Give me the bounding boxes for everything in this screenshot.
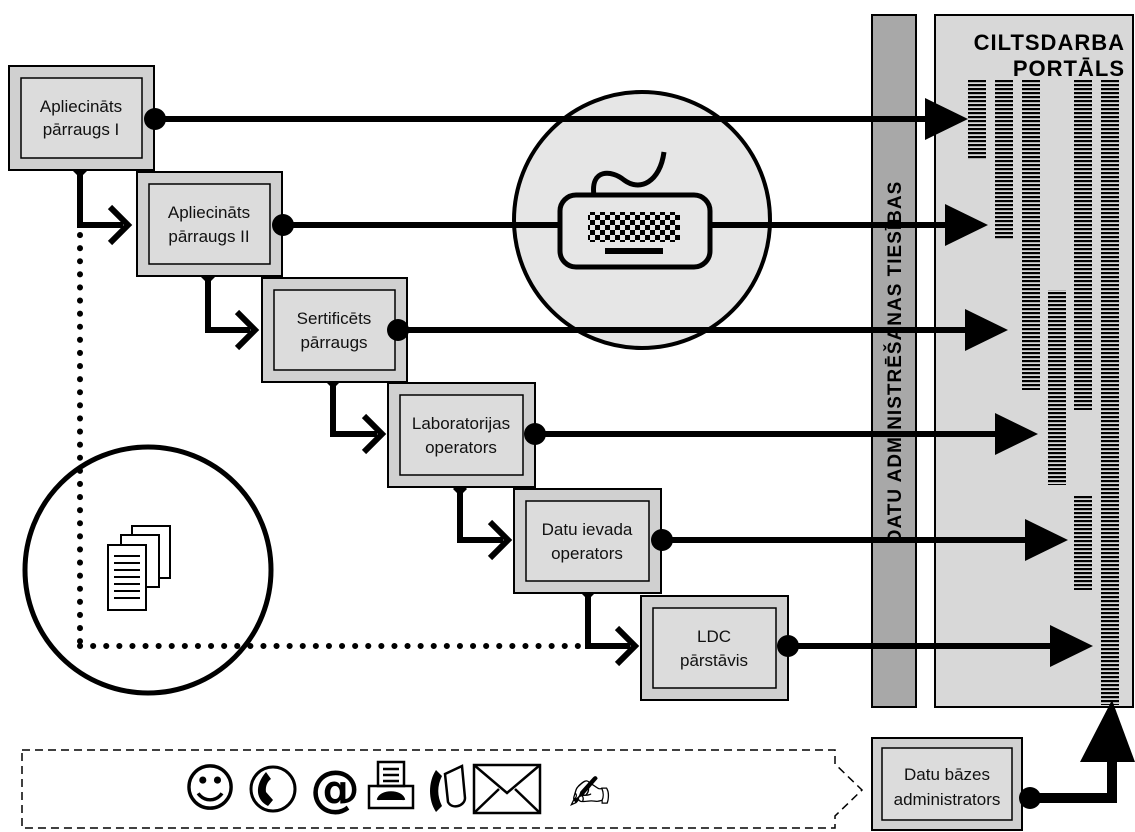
role-6-line2: pārstāvis [680, 651, 748, 670]
role-6-line1: LDC [697, 627, 731, 646]
role-5-line2: operators [551, 544, 623, 563]
portal-title-line1: CILTSDARBA [974, 30, 1125, 55]
at-icon: @ [310, 760, 360, 818]
stripe-column [1074, 80, 1092, 410]
stripe-column [995, 80, 1013, 240]
stripe-column [1048, 290, 1066, 485]
phone-icon [249, 765, 297, 813]
portal-panel: CILTSDARBA PORTĀLS [934, 14, 1134, 708]
role-4-line1: Laboratorijas [412, 414, 510, 433]
line-start-dots [144, 108, 799, 657]
stripe-column [1022, 80, 1040, 390]
connector-chevrons [107, 204, 640, 667]
portal-striped-columns [968, 80, 1119, 705]
role-box-5[interactable]: Datu ievada operators [513, 488, 662, 594]
role-box-3[interactable]: Sertificēts pārraugs [261, 277, 408, 383]
connector-5 [585, 592, 630, 649]
admin-rights-label: DATU ADMINISTRĒŠANAS TIESĪBAS [884, 181, 906, 544]
role-1-line2: pārraugs I [43, 120, 120, 139]
keyboard-icon [557, 151, 713, 270]
arrowheads [925, 98, 1093, 667]
db-admin-line1: Datu bāzes [904, 765, 990, 784]
stripe-column [968, 80, 986, 160]
role-box-2[interactable]: Apliecināts pārraugs II [136, 171, 283, 277]
connector-2 [205, 276, 250, 333]
comm-icons: ☺ @ [183, 759, 611, 822]
db-admin-line2: administrators [894, 790, 1001, 809]
admin-rights-bar: DATU ADMINISTRĒŠANAS TIESĪBAS [871, 14, 917, 708]
role-box-6[interactable]: LDC pārstāvis [640, 595, 789, 701]
communication-channel: ☺ @ [21, 749, 864, 829]
role-4-line2: operators [425, 438, 497, 457]
role-2-line1: Apliecināts [168, 203, 250, 222]
arrowhead-6 [1050, 625, 1093, 667]
connector-4 [457, 488, 503, 543]
arrowhead-4 [995, 413, 1038, 455]
arrowhead-2 [945, 204, 988, 246]
arrowhead-1 [925, 98, 968, 140]
hierarchy-connectors [77, 170, 630, 649]
stripe-column [1074, 495, 1092, 590]
documents-circle [22, 444, 274, 696]
connector-3 [330, 381, 377, 437]
role-3-line2: pārraugs [300, 333, 367, 352]
role-box-1[interactable]: Apliecināts pārraugs I [8, 65, 155, 171]
smiley-icon: ☺ [183, 759, 237, 819]
db-admin-box[interactable]: Datu bāzes administrators [871, 737, 1023, 831]
fax-icon [367, 760, 415, 810]
envelope-icon [472, 763, 542, 815]
db-admin-connector [1019, 700, 1135, 809]
writing-hand-icon: ✍ [569, 764, 611, 822]
documents-icon [107, 525, 171, 611]
mobile-phone-icon [430, 764, 467, 812]
role-5-line1: Datu ievada [542, 520, 633, 539]
arrowhead-3 [965, 309, 1008, 351]
role-1-line1: Apliecināts [40, 97, 122, 116]
stripe-column [1101, 80, 1119, 705]
portal-title-line2: PORTĀLS [1013, 56, 1125, 81]
role-box-4[interactable]: Laboratorijas operators [387, 382, 536, 488]
arrowhead-5 [1025, 519, 1068, 561]
dotted-delegation-path [77, 232, 593, 649]
writing-glyph: ✍ [569, 764, 611, 822]
role-3-line1: Sertificēts [297, 309, 372, 328]
connector-1 [77, 170, 123, 228]
role-2-line2: pārraugs II [168, 227, 249, 246]
